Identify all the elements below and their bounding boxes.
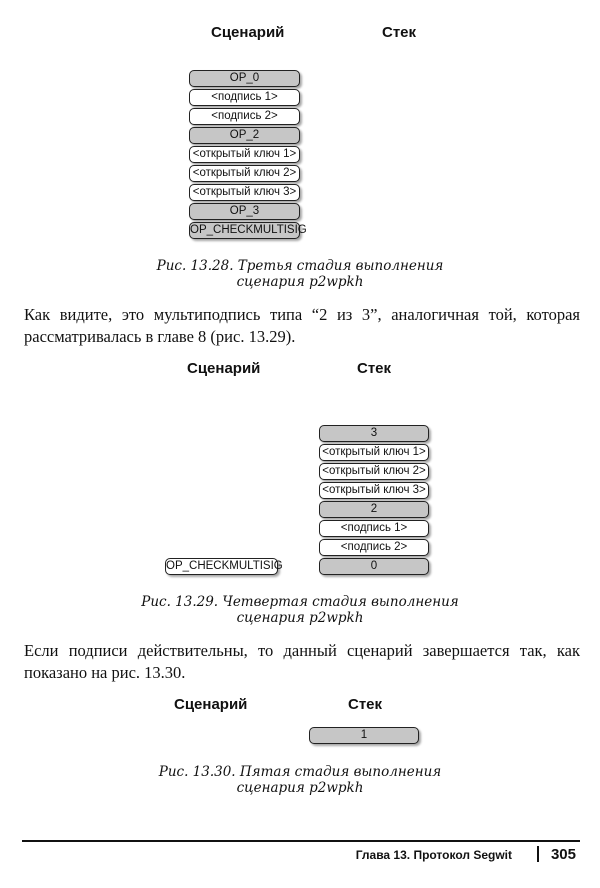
figure2-stack-item: <открытый ключ 3>: [319, 482, 429, 499]
figure1-stack-item: OP_3: [189, 203, 300, 220]
figure1-stack-header: Стек: [382, 24, 417, 41]
figure1-stack-item: <открытый ключ 1>: [189, 146, 300, 163]
figure2-stack-item: 2: [319, 501, 429, 518]
figure3-stack-header: Стек: [348, 696, 383, 713]
figure1-stack-item: OP_CHECKMULTISIG: [189, 222, 307, 239]
figure1-caption-line2: сценария p2wpkh: [236, 274, 364, 290]
figure1-caption-line1: Рис. 13.28. Третья стадия выполнения: [156, 258, 444, 274]
figure2-stack-item: 0: [319, 558, 429, 575]
figure2-script-header: Сценарий: [187, 360, 261, 377]
figure1-script-header: Сценарий: [211, 24, 285, 41]
figure1-stack-item: OP_2: [189, 127, 300, 144]
figure2-caption-line1: Рис. 13.29. Четвертая стадия выполнения: [141, 594, 459, 610]
figure2-stack-item: <подпись 1>: [319, 520, 429, 537]
figure2-stack-item: 3: [319, 425, 429, 442]
figure1-stack-item: <подпись 1>: [189, 89, 300, 106]
figure2-caption-line2: сценария p2wpkh: [236, 610, 364, 626]
figure2-stack-header: Стек: [357, 360, 392, 377]
figure1-stack-item: <подпись 2>: [189, 108, 300, 125]
figure3-caption-line1: Рис. 13.30. Пятая стадия выполнения: [158, 764, 442, 780]
footer-separator: [537, 846, 539, 862]
figure2-script-item: OP_CHECKMULTISIG: [165, 558, 283, 575]
figure3-stack-item: 1: [309, 727, 419, 744]
figure3-script-header: Сценарий: [174, 696, 248, 713]
figure2-stack-item: <открытый ключ 2>: [319, 463, 429, 480]
footer-rule: [22, 840, 580, 842]
figure1-stack-item: <открытый ключ 3>: [189, 184, 300, 201]
figure2-stack-item: <подпись 2>: [319, 539, 429, 556]
figure1-stack-item: OP_0: [189, 70, 300, 87]
figure3-caption-line2: сценария p2wpkh: [236, 780, 364, 796]
page-number: 305: [550, 846, 576, 863]
body-paragraph: Если подписи действительны, то данный сц…: [24, 641, 580, 682]
footer-chapter-title: Глава 13. Протокол Segwit: [355, 848, 512, 862]
body-paragraph: Как видите, это мультиподпись типа “2 из…: [24, 305, 580, 346]
figure2-stack-item: <открытый ключ 1>: [319, 444, 429, 461]
figure1-stack-item: <открытый ключ 2>: [189, 165, 300, 182]
